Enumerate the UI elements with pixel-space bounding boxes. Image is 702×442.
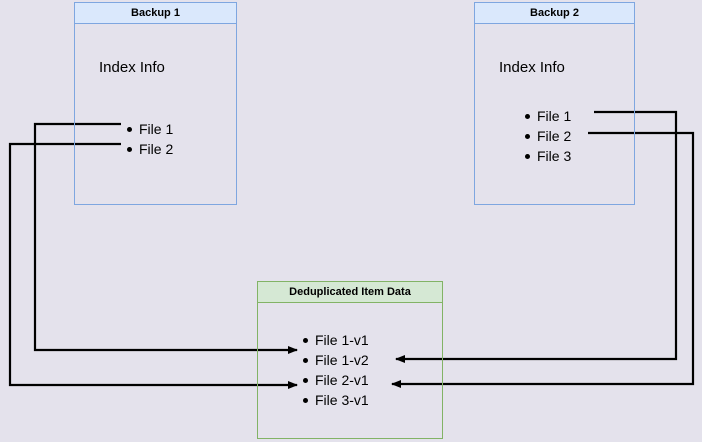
node-backup-1[interactable]: Backup 1 Index Info File 1 File 2 [74,2,237,205]
node-backup-2-header: Backup 2 [474,2,635,24]
node-backup-1-header: Backup 1 [74,2,237,24]
backup-1-file-list: File 1 File 2 [126,119,173,159]
list-item[interactable]: File 3 [524,146,571,166]
backup-2-file-list: File 1 File 2 File 3 [524,106,571,166]
node-backup-2-body: Index Info File 1 File 2 File 3 [474,24,635,205]
backup-1-index-info-label: Index Info [99,59,165,76]
list-item[interactable]: File 1 [126,119,173,139]
backup-2-index-info-label: Index Info [499,59,565,76]
node-deduplicated-item-data-body: File 1-v1 File 1-v2 File 2-v1 File 3-v1 [257,303,443,439]
list-item[interactable]: File 2-v1 [302,370,369,390]
node-deduplicated-item-data[interactable]: Deduplicated Item Data File 1-v1 File 1-… [257,281,443,439]
deduplicated-file-list: File 1-v1 File 1-v2 File 2-v1 File 3-v1 [302,330,369,410]
list-item[interactable]: File 1-v1 [302,330,369,350]
list-item[interactable]: File 3-v1 [302,390,369,410]
list-item[interactable]: File 2 [126,139,173,159]
list-item[interactable]: File 1 [524,106,571,126]
node-deduplicated-item-data-header: Deduplicated Item Data [257,281,443,303]
node-backup-1-body: Index Info File 1 File 2 [74,24,237,205]
list-item[interactable]: File 1-v2 [302,350,369,370]
list-item[interactable]: File 2 [524,126,571,146]
node-backup-2[interactable]: Backup 2 Index Info File 1 File 2 File 3 [474,2,635,205]
